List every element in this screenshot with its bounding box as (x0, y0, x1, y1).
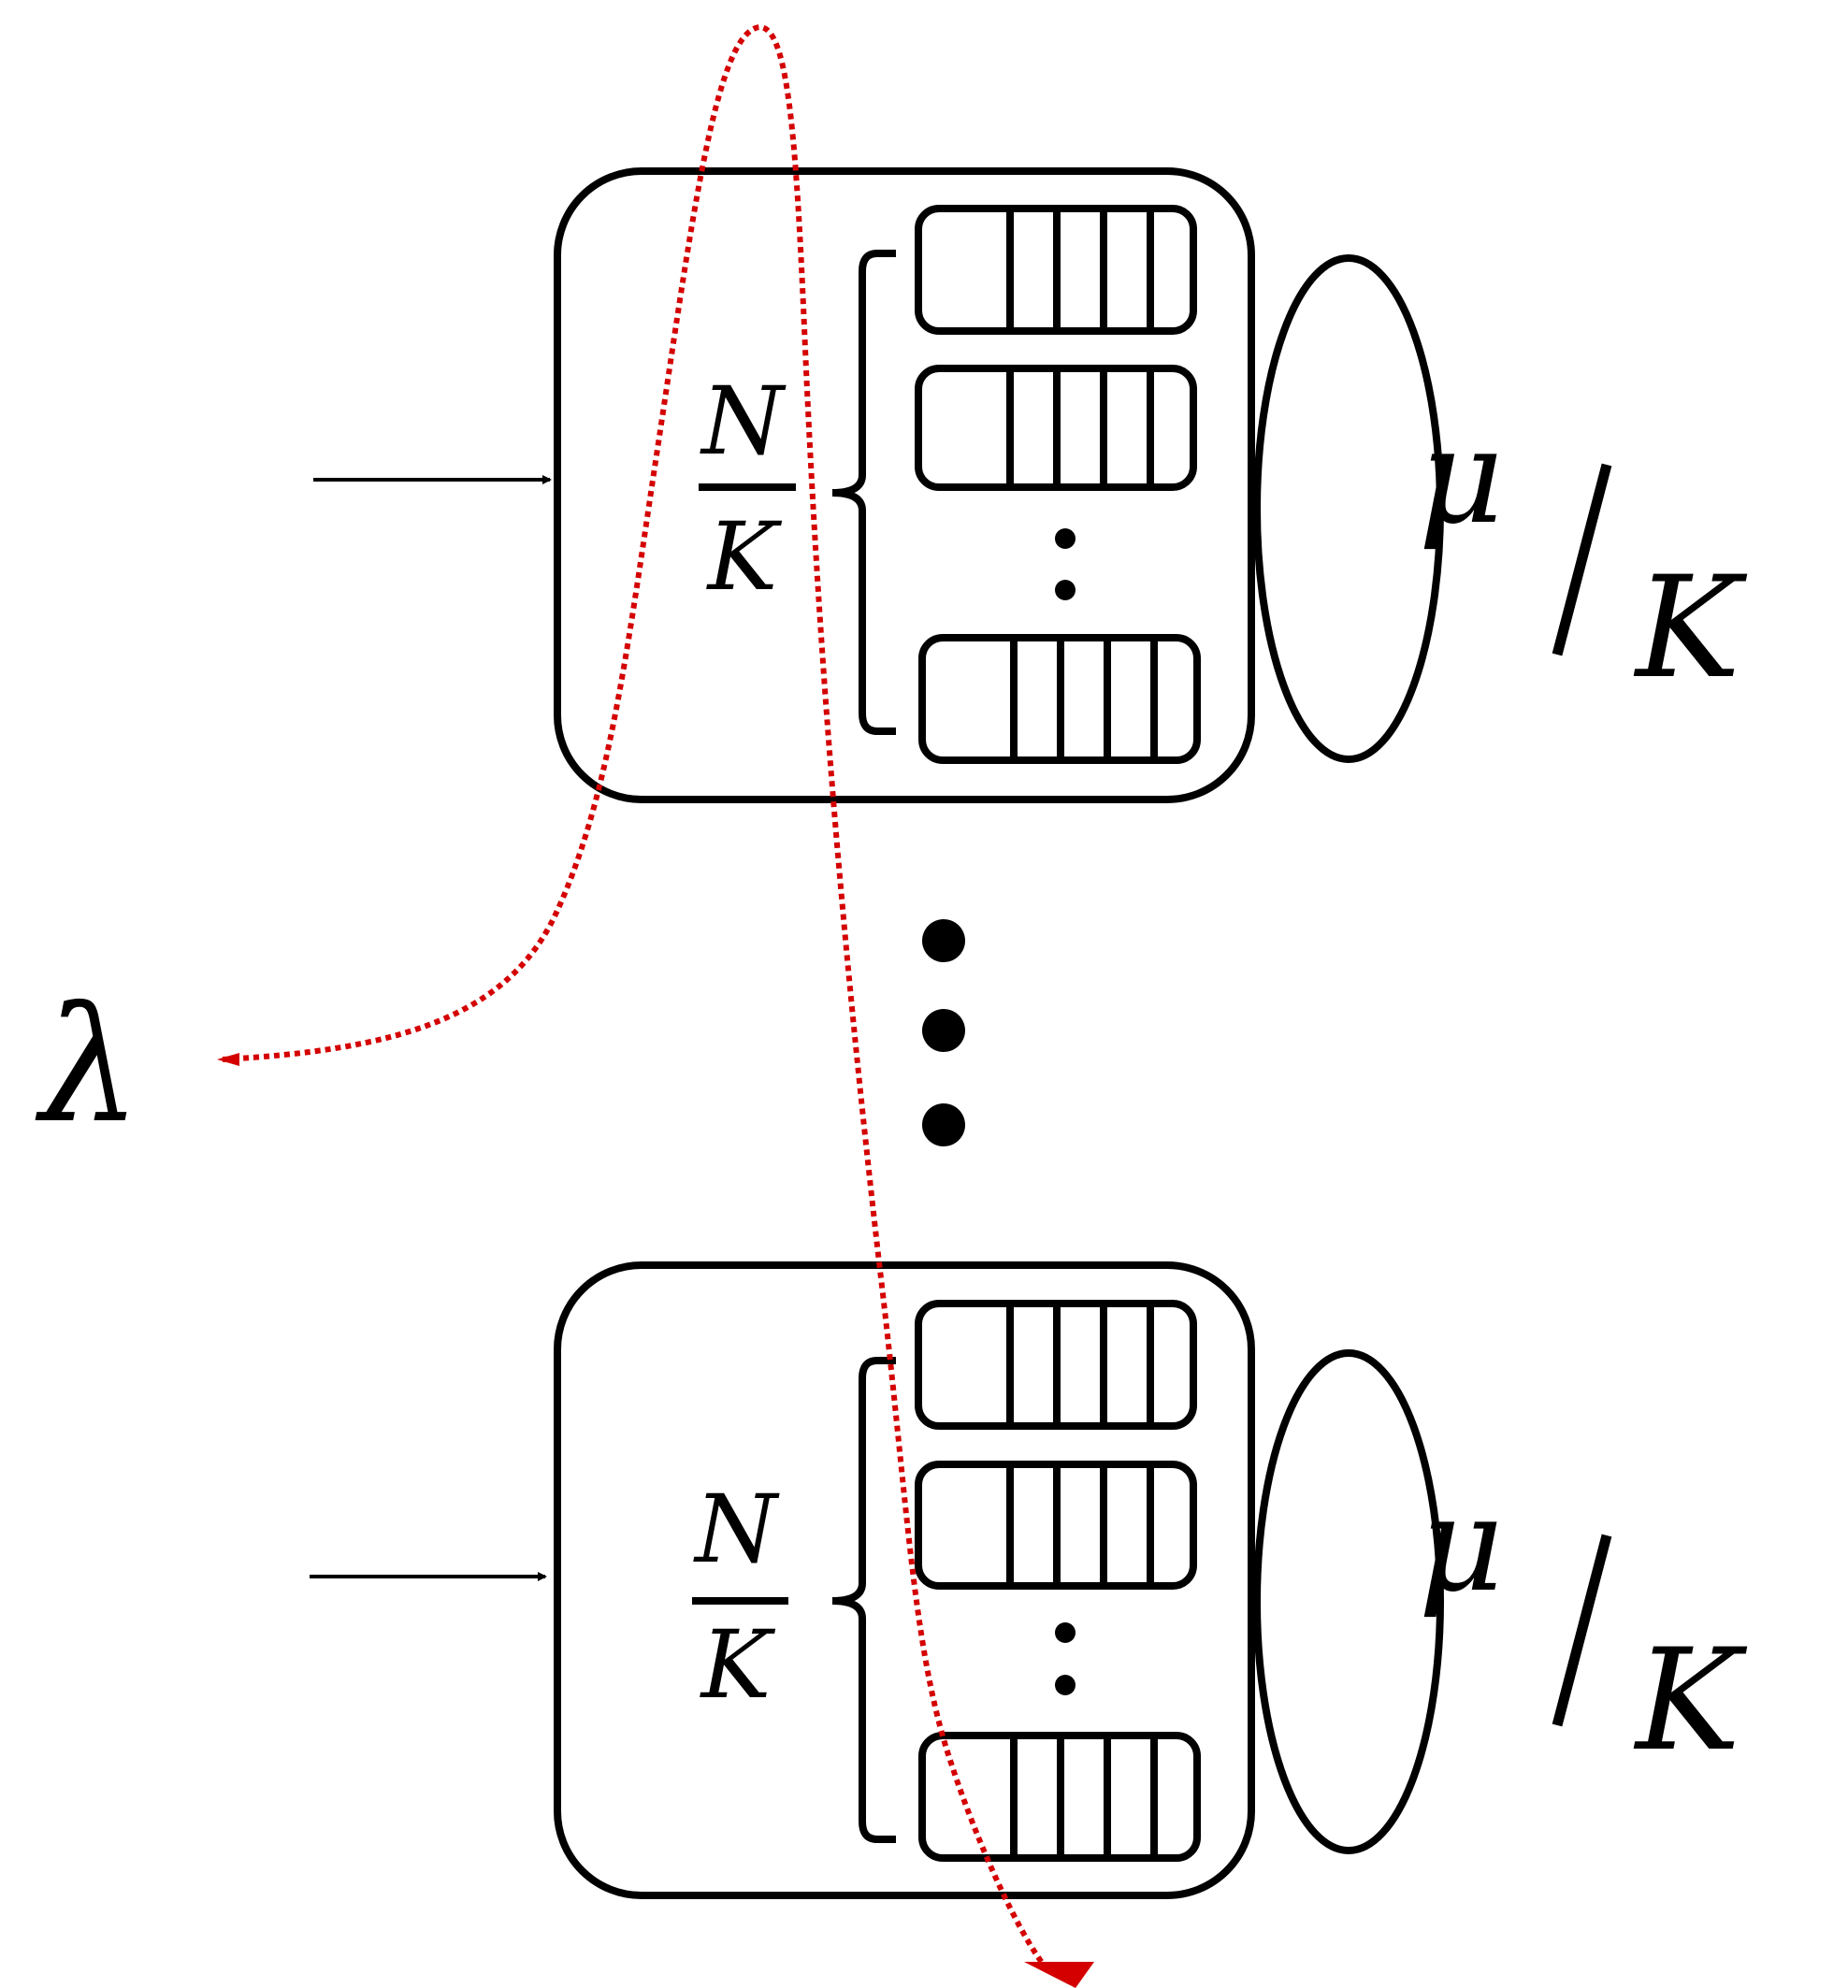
service-rate-numerator-2: μ (1419, 1469, 1504, 1621)
queue-buffer-icon (915, 1300, 1197, 1430)
service-rate-slash-1 (1552, 463, 1612, 656)
service-rate-denominator-2: K (1633, 1620, 1748, 1782)
curly-brace-icon (831, 250, 896, 735)
route-arrowhead-icon (1024, 1962, 1094, 1988)
service-rate-numerator-1: μ (1419, 401, 1504, 554)
service-rate-slash-2 (1552, 1534, 1612, 1727)
server-box-2 (554, 1261, 1255, 1899)
server-group-1: N K μ K (313, 167, 1748, 803)
queue-buffer-icon (915, 205, 1197, 335)
arrival-rate-label: λ (35, 973, 141, 1159)
fraction-denominator-2: K (700, 1610, 776, 1720)
queue-buffer-icon (915, 365, 1197, 491)
queue-buffer-icon (918, 634, 1201, 764)
routing-path (217, 24, 1094, 1988)
queue-buffer-icon (918, 1732, 1201, 1862)
route-arrowhead-small-icon (217, 1053, 239, 1066)
vertical-ellipsis-icon (1055, 1622, 1076, 1695)
queue-buffer-icon (915, 1461, 1197, 1590)
curly-brace-icon (831, 1357, 896, 1843)
vertical-ellipsis-icon (922, 919, 965, 1146)
vertical-ellipsis-icon (1055, 528, 1076, 600)
server-ellipse-1 (1253, 254, 1444, 763)
fraction-denominator-1: K (706, 502, 783, 612)
service-rate-denominator-1: K (1633, 547, 1748, 710)
server-ellipse-2 (1253, 1349, 1444, 1854)
server-group-2: N K μ K (310, 1261, 1748, 1899)
server-box-1 (554, 167, 1255, 803)
fraction-numerator-1: N (700, 367, 787, 476)
fraction-numerator-2: N (693, 1475, 780, 1584)
